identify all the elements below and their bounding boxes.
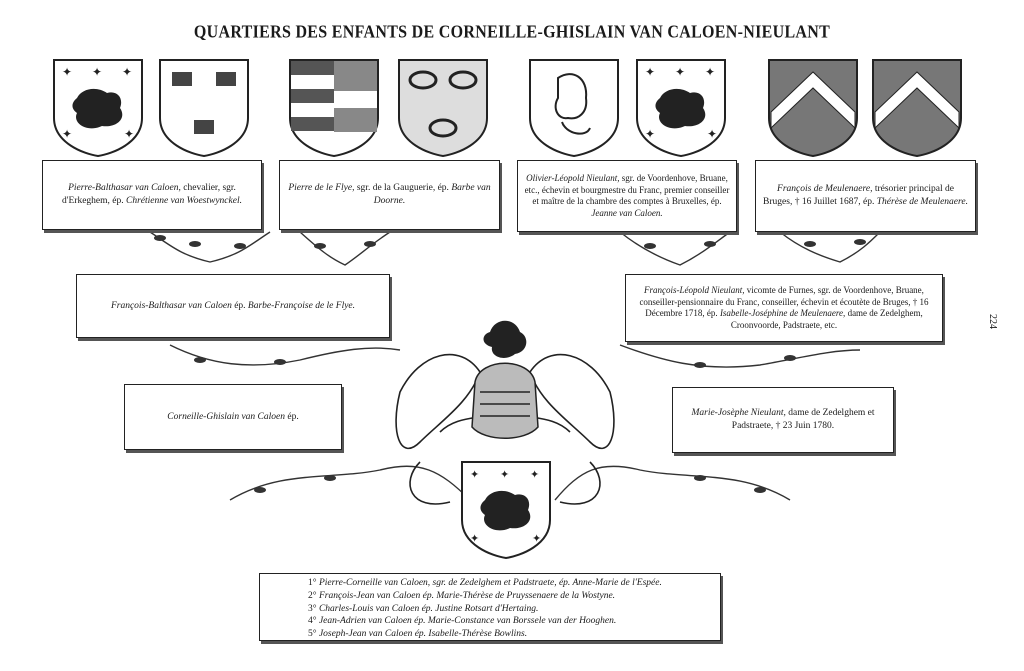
- svg-text:✦: ✦: [500, 468, 509, 481]
- shield-chevron-2: [872, 59, 962, 158]
- parent-box-francois-balthasar: François-Balthasar van Caloen ép. Barbe-…: [76, 274, 390, 338]
- svg-text:✦: ✦: [92, 65, 102, 79]
- chevron-icon: [770, 71, 856, 130]
- shield-main: ✦ ✦ ✦ ✦ ✦: [461, 461, 551, 560]
- svg-text:✦: ✦: [707, 127, 717, 141]
- page-title: QUARTIERS DES ENFANTS DE CORNEILLE-GHISL…: [193, 22, 831, 43]
- helmet-icon: [554, 73, 591, 135]
- list-item: 3° Charles-Louis van Caloen ép. Justine …: [308, 603, 539, 614]
- billets-icon: [172, 72, 236, 134]
- svg-text:✦: ✦: [645, 65, 655, 79]
- svg-text:✦: ✦: [470, 468, 479, 481]
- children-list: 1° Pierre-Corneille van Caloen, sgr. de …: [259, 573, 721, 641]
- svg-text:✦: ✦: [470, 532, 479, 545]
- svg-text:✦: ✦: [124, 127, 134, 141]
- shield-helmet: [529, 59, 619, 158]
- chevron-icon: [874, 71, 960, 130]
- svg-text:✦: ✦: [675, 65, 685, 79]
- svg-text:✦: ✦: [122, 65, 132, 79]
- shield-lion-ermine-1: ✦ ✦ ✦ ✦ ✦: [53, 59, 143, 158]
- lion-icon: [480, 490, 531, 531]
- svg-text:✦: ✦: [62, 127, 72, 141]
- parent-box-francois-leopold: François-Léopold Nieulant, vicomte de Fu…: [625, 274, 943, 342]
- svg-text:✦: ✦: [532, 532, 541, 545]
- svg-text:✦: ✦: [62, 65, 72, 79]
- couple-box-corneille-ghislain: Corneille-Ghislain van Caloen ép.: [124, 384, 342, 450]
- lion-icon: [72, 88, 123, 129]
- shield-chevron-1: [768, 59, 858, 158]
- ancestor-box-olivier-leopold: Olivier-Léopold Nieulant, sgr. de Voorde…: [517, 160, 737, 232]
- lion-icon: [655, 88, 706, 129]
- shield-billets: [159, 59, 249, 158]
- svg-text:✦: ✦: [705, 65, 715, 79]
- shield-lion-ermine-2: ✦ ✦ ✦ ✦ ✦: [636, 59, 726, 158]
- coat-of-arms-crest: ✦ ✦ ✦ ✦ ✦: [395, 320, 615, 560]
- svg-text:✦: ✦: [530, 468, 539, 481]
- helmet-icon: [471, 362, 539, 439]
- lion-crest-icon: [483, 320, 527, 358]
- ancestor-box-francois-de-meulenaere: François de Meulenaere, trésorier princi…: [755, 160, 976, 232]
- page-number: 224: [987, 314, 998, 329]
- shield-bars: [289, 59, 379, 158]
- svg-text:✦: ✦: [645, 127, 655, 141]
- list-item: 1° Pierre-Corneille van Caloen, sgr. de …: [308, 578, 662, 588]
- ancestor-box-pierre-de-le-flye: Pierre de le Flye, sgr. de la Gauguerie,…: [279, 160, 500, 230]
- bars-icon: [291, 61, 377, 132]
- list-item: 4° Jean-Adrien van Caloen ép. Marie-Cons…: [308, 616, 617, 627]
- shield-annulets: [398, 59, 488, 158]
- annulets-icon: [408, 70, 478, 138]
- list-item: 2° François-Jean van Caloen ép. Marie-Th…: [308, 590, 616, 601]
- ancestor-box-pierre-balthasar: Pierre-Balthasar van Caloen, chevalier, …: [42, 160, 262, 230]
- list-item: 5° Joseph-Jean van Caloen ép. Isabelle-T…: [308, 629, 528, 640]
- couple-box-marie-josephe: Marie-Josèphe Nieulant, dame de Zedelghe…: [672, 387, 894, 453]
